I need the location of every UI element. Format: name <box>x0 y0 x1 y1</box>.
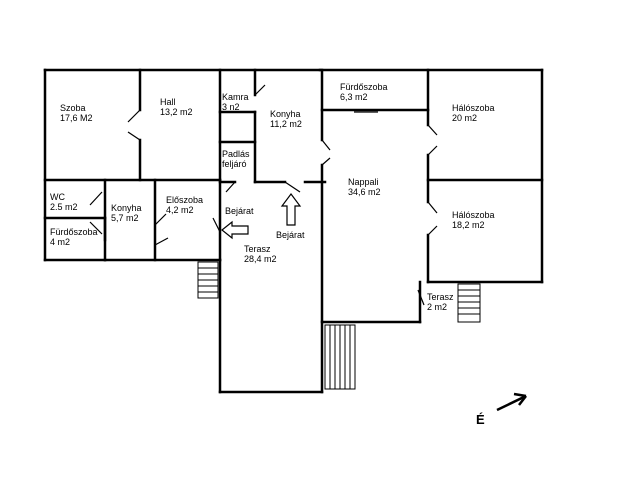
room-area: 11,2 m2 <box>270 119 302 129</box>
room-padlas: Padlás feljáró <box>222 149 250 169</box>
room-hall: Hall 13,2 m2 <box>160 97 193 117</box>
room-terasz-main: Terasz 28,4 m2 <box>244 244 277 264</box>
stairs-bottom-icon <box>324 324 356 390</box>
room-name: Fürdőszoba <box>340 82 388 92</box>
room-area: 13,2 m2 <box>160 107 193 117</box>
room-name: WC <box>50 192 65 202</box>
doors <box>89 84 438 306</box>
room-area: 18,2 m2 <box>452 220 485 230</box>
room-haloszoba-lower: Hálószoba 18,2 m2 <box>452 210 495 230</box>
room-area: 20 m2 <box>452 113 478 123</box>
room-terasz-small: Terasz 2 m2 <box>427 292 454 312</box>
entrance-label-right: Bejárat <box>276 230 305 240</box>
room-name: Szoba <box>60 103 86 113</box>
room-area: 2.5 m2 <box>50 202 78 212</box>
room-eloszoba: Előszoba 4,2 m2 <box>166 195 203 215</box>
room-name: Terasz <box>427 292 454 302</box>
compass-label: É <box>476 412 485 427</box>
room-furdoszoba-lower: Fürdőszoba 4 m2 <box>50 227 98 247</box>
room-konyha-upper: Konyha 11,2 m2 <box>270 109 302 129</box>
room-area: 3 n2 <box>222 102 240 112</box>
room-area: 5,7 m2 <box>111 213 139 223</box>
room-area: 34,6 m2 <box>348 187 381 197</box>
room-area: 2 m2 <box>427 302 448 312</box>
room-konyha-lower: Konyha 5,7 m2 <box>111 203 142 223</box>
room-haloszoba-upper: Hálószoba 20 m2 <box>452 103 495 123</box>
room-name: Kamra <box>222 92 249 102</box>
stairs-right-icon <box>457 283 481 323</box>
entrance-arrow-up-icon <box>280 193 302 226</box>
room-area: 4 m2 <box>50 237 71 247</box>
room-area: 28,4 m2 <box>244 254 277 264</box>
walls <box>43 68 544 394</box>
room-area: feljáró <box>222 159 247 169</box>
room-area: 4,2 m2 <box>166 205 194 215</box>
room-name: Konyha <box>270 109 301 119</box>
room-wc: WC 2.5 m2 <box>50 192 78 212</box>
room-name: Előszoba <box>166 195 204 205</box>
room-name: Hálószoba <box>452 210 495 220</box>
room-area: 6,3 m2 <box>340 92 368 102</box>
room-area: 17,6 M2 <box>60 113 93 123</box>
room-name: Fürdőszoba <box>50 227 98 237</box>
room-nappali: Nappali 34,6 m2 <box>348 177 381 197</box>
room-name: Hall <box>160 97 176 107</box>
entrance-label-left: Bejárat <box>225 206 254 216</box>
room-furdoszoba-upper: Fürdőszoba 6,3 m2 <box>340 82 388 102</box>
room-kamra: Kamra 3 n2 <box>222 92 249 112</box>
room-name: Hálószoba <box>452 103 495 113</box>
stairs-left-icon <box>197 261 219 299</box>
room-name: Terasz <box>244 244 271 254</box>
room-name: Nappali <box>348 177 379 187</box>
room-name: Padlás <box>222 149 250 159</box>
room-szoba: Szoba 17,6 M2 <box>60 103 93 123</box>
north-arrow-icon <box>496 392 527 412</box>
room-name: Konyha <box>111 203 142 213</box>
entrance-arrow-left-icon <box>221 220 249 240</box>
